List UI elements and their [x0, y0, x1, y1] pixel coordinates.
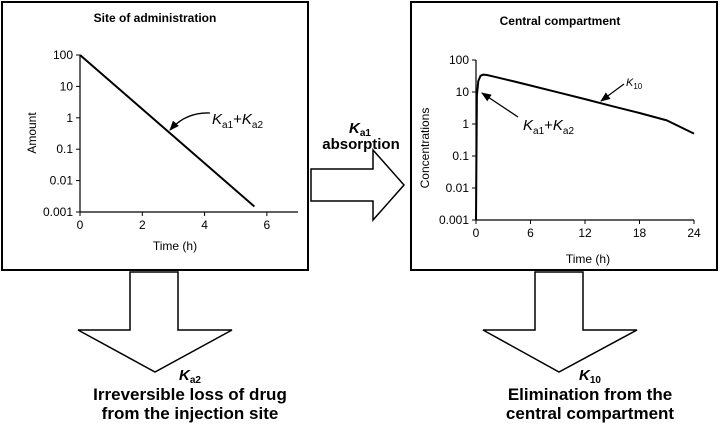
left-x-axis-label: Time (h) — [153, 239, 197, 253]
right-y-tick-label: 100 — [449, 53, 469, 67]
loss-label-line2: from the injection site — [102, 404, 279, 423]
left-y-tick-label: 0.001 — [43, 205, 73, 219]
right-x-tick-label: 0 — [473, 226, 480, 240]
loss-label-line1: Irreversible loss of drug — [93, 385, 287, 404]
k10-curve-label: K10 — [626, 77, 643, 91]
left-x-tick-label: 6 — [264, 218, 271, 232]
right-x-tick-label: 18 — [633, 226, 647, 240]
absorption-arrow — [310, 148, 406, 222]
right-curve — [475, 73, 695, 221]
left-rate-annotation: Ka1+Ka2 — [212, 111, 263, 131]
k10-curve-arrow — [600, 83, 625, 102]
elimination-down-arrow — [482, 271, 638, 373]
right-panel-title: Central compartment — [500, 14, 621, 28]
elimination-label-line2: central compartment — [506, 404, 674, 423]
right-y-tick-label: 0.01 — [446, 181, 470, 195]
ka2-symbol: Ka2 — [179, 367, 201, 386]
left-y-tick-label: 0.01 — [50, 174, 74, 188]
left-y-tick-label: 0.1 — [56, 142, 73, 156]
right-x-tick-label: 6 — [527, 226, 534, 240]
left-x-tick-label: 0 — [77, 218, 84, 232]
right-y-axis-label: Concentrations — [418, 108, 432, 189]
elimination-label-line1: Elimination from the — [508, 385, 672, 404]
right-plot-area: 0.001 0.01 0.1 1 10 100 0 6 12 18 24 — [439, 53, 701, 240]
left-annotation-arrow — [169, 112, 211, 131]
left-y-axis-label: Amount — [25, 112, 39, 154]
left-y-tick-label: 10 — [60, 79, 74, 93]
left-y-tick-label: 100 — [53, 48, 73, 62]
right-y-tick-label: 1 — [462, 117, 469, 131]
right-y-tick-label: 10 — [456, 85, 470, 99]
ka1-symbol: Ka1 — [349, 120, 371, 139]
left-y-tick-label: 1 — [66, 111, 73, 125]
left-panel-frame — [1, 1, 309, 271]
right-x-tick-label: 24 — [687, 226, 701, 240]
right-x-tick-label: 12 — [578, 226, 592, 240]
loss-down-arrow — [77, 271, 233, 373]
k10-symbol: K10 — [579, 367, 601, 386]
left-x-tick-label: 4 — [201, 218, 208, 232]
right-y-tick-label: 0.001 — [439, 213, 469, 227]
right-rate-annotation: Ka1+Ka2 — [523, 117, 574, 137]
left-curve — [79, 54, 256, 208]
right-y-tick-label: 0.1 — [452, 149, 469, 163]
right-x-axis-label: Time (h) — [566, 252, 610, 266]
left-x-tick-label: 2 — [139, 218, 146, 232]
left-panel-title: Site of administration — [94, 11, 217, 25]
right-annotation-arrow — [481, 92, 519, 118]
right-panel-frame — [410, 1, 718, 271]
absorption-label: absorption — [322, 136, 400, 153]
left-plot-area: 0.001 0.01 0.1 1 10 100 0 2 4 6 — [43, 48, 298, 232]
